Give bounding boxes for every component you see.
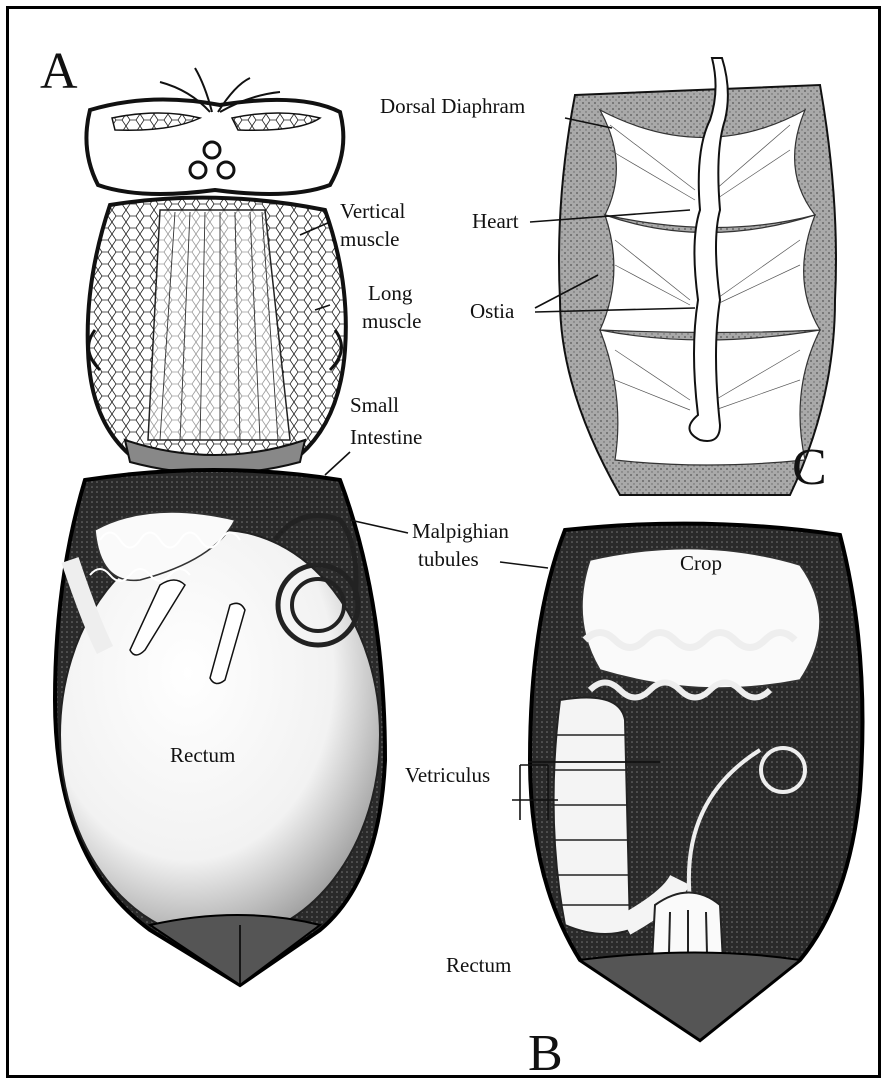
vetriculus-label: Vetriculus [405,763,490,787]
long-muscle-label-line2: muscle [362,309,421,333]
small-intestine-label-line1: Small [350,393,399,417]
ostia-label: Ostia [470,299,515,323]
malpighian-label-line1: Malpighian [412,519,509,543]
panel-a-label: A [40,43,78,100]
vertical-muscle-label-line2: muscle [340,227,399,251]
panel-a-drawing [55,68,385,985]
small-intestine-label-line2: Intestine [350,425,422,449]
vertical-muscle-label-line1: Vertical [340,199,405,223]
rectum-a-label: Rectum [170,743,235,767]
rectum-b-label: Rectum [446,953,511,977]
malpighian-label-line2: tubules [418,547,479,571]
panel-b-label: B [528,1025,563,1082]
panel-c-label: C [792,439,827,496]
heart-label: Heart [472,209,519,233]
panel-c-drawing [559,58,836,495]
crop-label: Crop [680,551,722,575]
long-muscle-label-line1: Long [368,281,413,305]
panel-b-drawing [530,524,863,1040]
dorsal-diaphram-label: Dorsal Diaphram [380,94,525,118]
